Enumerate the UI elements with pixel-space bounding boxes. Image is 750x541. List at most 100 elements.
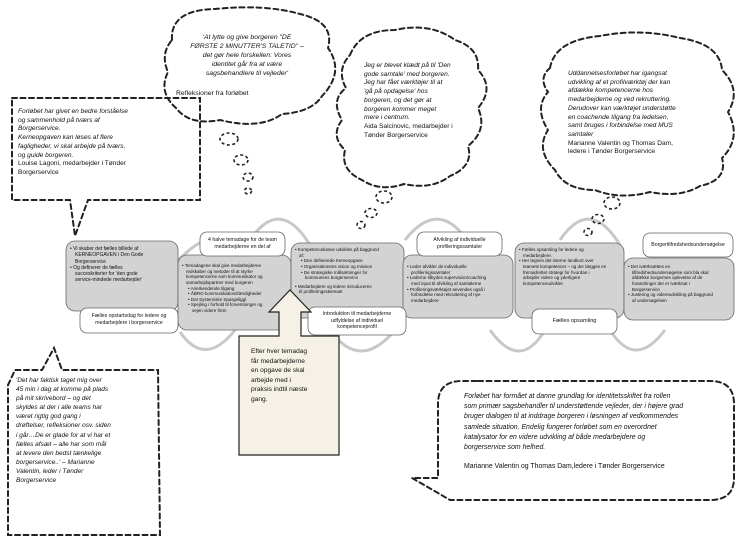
quote-line: katalysator for en videre udvikling af b… (464, 433, 646, 441)
speech-bubble-bottom-left (7, 345, 162, 536)
bullet-text: Temadagene skal give medarbejderne (184, 263, 262, 268)
step6-label: Borgertilfredshedsundersøgelse (643, 242, 733, 249)
label-line: Introduktion til medarbejderne (322, 311, 392, 317)
flow-arc-bottom-1 (178, 329, 237, 351)
bullet-text: ÅBRO kommunikationsfærdigheder (190, 291, 262, 297)
quote-bottom-right: Forløbet har formået at danne grundlag f… (464, 392, 683, 473)
bullet-text: med input til afvikling af samtalerne (411, 280, 482, 286)
bullet-item: • Fælles opsamling for ledere og (519, 247, 584, 252)
thought-dot-right-3 (583, 227, 593, 237)
quote-line: Jeg har fået værktøjer til at (364, 79, 443, 87)
bullet-text: af: (299, 252, 305, 258)
bullet-text: Lederne tilbydes supervision/coaching (409, 275, 487, 281)
quote-line: udvikling af et profilværktøj der kan (568, 78, 671, 86)
thought-dot-midright-2 (364, 207, 378, 219)
flow-arc-top-4 (558, 217, 622, 246)
label-line: medarbejdere i borgerservice (95, 319, 163, 326)
step5-label-box (531, 308, 618, 335)
label-line: 4 halve temadage for de team (208, 237, 277, 243)
step4-bullets: • Leder afvikler de individuelle profile… (407, 264, 486, 303)
bullet-item: • Medarbejdere og ledere introduceres (295, 283, 372, 289)
quote-line: Forløbet har givet en bedre forståelse (18, 108, 128, 115)
thought-dot-center-4 (243, 187, 253, 195)
bullet-text: Og definerer de fælles (73, 264, 123, 271)
attribution-line: Aida Salcinovic, medarbejder i (364, 122, 453, 130)
arrow-note: Efter hver temadag får medarbejderne en … (251, 347, 307, 404)
thought-cloud-top-right (540, 31, 735, 197)
quote-bottom-left: 'Det har faktisk taget mig over 45 min i… (16, 376, 111, 485)
bullet-text: Justering og videreudvikling på baggrund (630, 292, 713, 298)
bullet-text: forandringer der er iværksat i (632, 280, 690, 286)
attribution-line: Marianne Valentin og Thomas Dam, (568, 139, 673, 147)
bullet-text: Spejling i forhold til forventninger og (190, 302, 263, 308)
bullet-text: kommunens borgerservice (305, 275, 359, 281)
quote-line: 45 min i dag at komme på plads (16, 386, 109, 394)
bullet-item: • Leder afvikler de individuelle (407, 264, 467, 269)
quote-line: Kerneopgaven kan løses af flere (18, 134, 113, 142)
attribution-line: ledere i Tønder Borgerservice (568, 148, 656, 156)
bullet-item: • ÅBRO kommunikationsfærdigheder (188, 291, 262, 297)
bullet-text: teamets kompetencer – og der lægges en (523, 263, 607, 269)
quote-line: været rigtig god gang i (16, 413, 81, 421)
bullet-text: Kompetencekasse udvikles på baggrund (297, 247, 379, 252)
quote-line: mere i centrum. (364, 114, 410, 122)
bullet-text: forbindelse med rekruttering af nye (411, 292, 481, 298)
bullet-text: kompetenceudvikler (523, 280, 564, 286)
quote-line: i går…De er glade for at vi har et (16, 431, 111, 439)
quote-line: en coachende tilgang fra ledelsen, (568, 113, 669, 121)
quote-line: det gør hele forskellen: Vores (202, 51, 292, 59)
quote-line: gode samtale' med borgeren. (364, 70, 450, 78)
bullet-item: • Kompetencekasse udvikles på baggrund (295, 247, 379, 252)
step5-label: Fælles opsamling (532, 318, 617, 325)
thought-dot-right-2 (591, 213, 605, 225)
arrow-note-line: Efter hver temadag (251, 348, 308, 355)
bullet-text: Her tegnes det interne landkort over (521, 258, 594, 264)
quote-line: bruger dialogen til at inddrage borgeren… (464, 413, 679, 421)
bullet-text: Der iværksættes en (630, 264, 671, 269)
attribution-line: Marianne Valentin og Thomas Dam,ledere i… (464, 463, 665, 471)
quote-line: Uddannelsesforløbet har igangsat (568, 70, 667, 77)
bullet-text: tilfredshedsundersøgelse som bla skal (632, 269, 709, 275)
step3-label: Introduktion til medarbejderne udfyldels… (308, 311, 406, 331)
quote-line: skyldes at der i alle teams har (16, 404, 102, 412)
thought-dot-midright-1 (375, 190, 393, 204)
bullet-text: Den definerede Kerneopgave (303, 258, 363, 264)
quote-line: afdække kompetencerne hos (568, 87, 654, 95)
quote-line: Valentin, leder i Tønder (16, 467, 84, 475)
thought-dot-center-1 (219, 132, 239, 146)
step2-bullets: • Temadagene skal give medarbejderne red… (182, 263, 263, 314)
quote-line: som primær sagsbehandler til understøtte… (464, 403, 684, 411)
quote-top-center: 'At lytte og give borgeren "DE FØRSTE 2 … (178, 34, 316, 79)
label-line: Afvikling af individuelle (433, 237, 486, 243)
attribution-line: Tønder Borgerservice (364, 131, 428, 139)
label-line: Fælles opstartsdag for ledere og (91, 313, 167, 319)
bullet-item: • Anerkendende tilgang (188, 285, 235, 291)
thought-dot-center-2 (233, 154, 249, 166)
bullet-text: vejen videre frem (192, 308, 227, 313)
quote-line: samlede situation. Endelig fungerer forl… (464, 423, 657, 431)
quote-line: 'Det har faktisk taget mig over (16, 377, 102, 384)
bullet-text: medarbejdere (411, 297, 439, 303)
quote-line: samtaler (568, 130, 594, 138)
arrow-note-line: praksis indtil næste (251, 386, 308, 394)
bullet-item: • Den definerede Kerneopgave (301, 258, 363, 264)
attribution-line: Borgerservice (18, 168, 59, 176)
bullet-text: afdække borgernes oplevelse af de (632, 275, 703, 281)
step4-label-box (416, 231, 503, 257)
quote-line: Derudover kan værktøjet understøtte (568, 104, 676, 112)
step2-label-box (199, 231, 286, 257)
thought-dot-midright-3 (356, 220, 366, 230)
step6-bullets: • Der iværksættes en tilfredshedsundersø… (628, 264, 713, 303)
quote-line: samt bruges i forbindelse med MUS (568, 122, 673, 130)
quote-top-left: Forløbet har givet en bedre forståelse o… (18, 108, 128, 178)
step1-bullets: • Vi skaber det fælles billede af KERNEO… (70, 246, 143, 284)
speech-bubble-top-left (11, 97, 201, 237)
bullet-text: samarbejdspartner med borgeren (186, 279, 253, 285)
quote-line: Borgerservice. (18, 125, 61, 133)
bullet-item: • Der iværksættes en (628, 264, 671, 269)
quote-line: Borgerservice (16, 477, 57, 485)
bullet-item: • Vi skaber det fælles billede af (70, 246, 139, 252)
bullet-text: Borgerservice (75, 258, 106, 265)
attribution-line: Louise Lagoni, medarbejder i Tønder (18, 160, 127, 168)
